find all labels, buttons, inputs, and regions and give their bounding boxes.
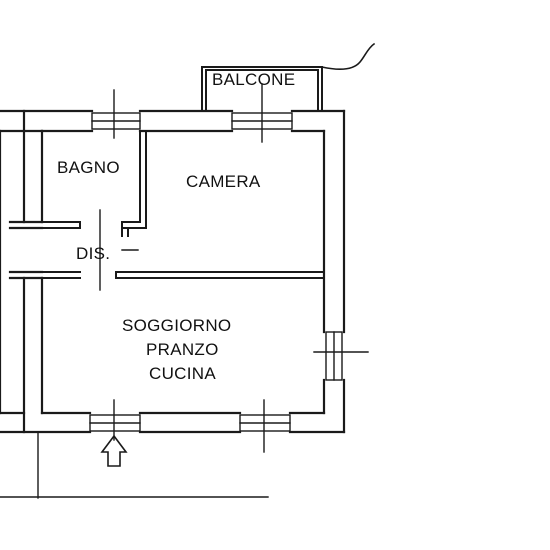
room-label-camera: CAMERA [186, 172, 261, 191]
interior-walls [41, 130, 325, 279]
balcony-outline [201, 42, 376, 112]
room-label-balcone: BALCONE [212, 70, 295, 89]
room-label-pranzo: PRANZO [146, 340, 219, 359]
ground-lines [0, 431, 269, 499]
exterior-walls [0, 109, 346, 434]
window-icon [89, 83, 369, 453]
door-icon [99, 209, 139, 291]
room-label-cucina: CUCINA [149, 364, 216, 383]
room-label-soggiorno: SOGGIORNO [122, 316, 231, 335]
entrance-arrow-icon [100, 434, 128, 467]
room-label-dis: DIS. [76, 244, 110, 263]
room-label-bagno: BAGNO [57, 158, 120, 177]
